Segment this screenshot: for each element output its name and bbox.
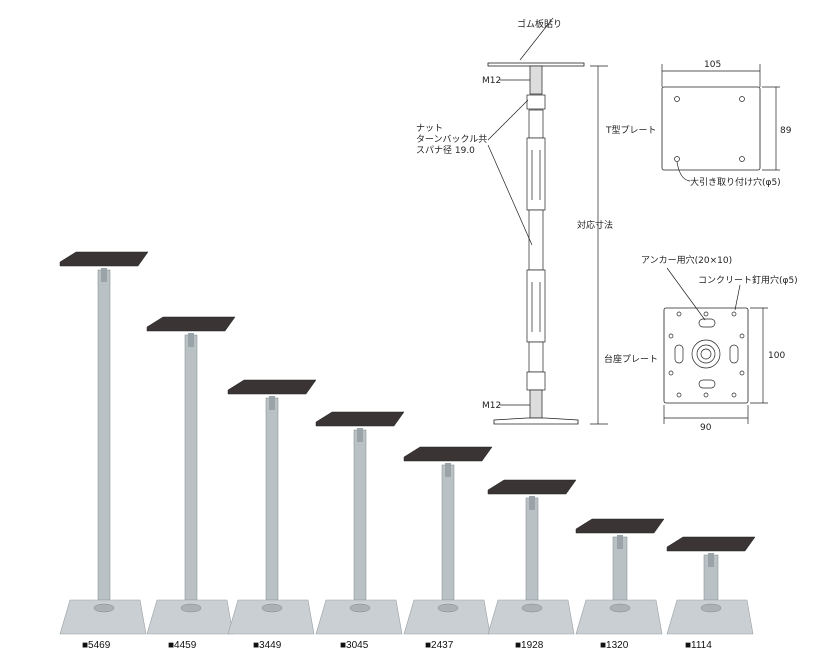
thread-top-label: M12 [482, 76, 501, 86]
product-code-label: ■5469 [82, 640, 111, 651]
base-plate-width: 90 [700, 423, 712, 433]
range-label: 対応寸法 [577, 219, 613, 231]
post-thread [357, 428, 363, 442]
product-code-label: ■1928 [515, 640, 544, 651]
nut-label-3: スパナ径 19.0 [416, 144, 475, 156]
support-post-6 [487, 479, 577, 635]
anchor-hole-label: アンカー用穴(20×10) [641, 254, 732, 266]
post-thread [101, 268, 107, 282]
support-post-8 [666, 536, 756, 635]
post-thread [188, 333, 194, 347]
base-plate [59, 599, 147, 635]
base-plate [227, 599, 315, 635]
top-plate [575, 518, 665, 534]
base-plate [666, 599, 754, 635]
top-plate [403, 446, 493, 462]
t-plate-height: 89 [780, 126, 792, 136]
support-post-7 [575, 518, 665, 635]
product-code-label: ■3045 [340, 640, 369, 651]
base-plate [315, 599, 403, 635]
post-elevation [487, 17, 608, 425]
product-code-label: ■2437 [425, 640, 454, 651]
base-boss [180, 603, 202, 613]
base-boss [700, 603, 722, 613]
t-plate-drawing [661, 64, 780, 182]
top-plate [315, 411, 405, 427]
support-post-1 [59, 251, 149, 635]
t-plate-hole-label: 大引き取り付け穴(φ5) [690, 176, 781, 188]
post-thread [708, 553, 714, 567]
base-plate-drawing [663, 267, 768, 424]
support-post-4 [315, 411, 405, 635]
nut-label-2: ターンバックル共 [416, 134, 487, 145]
base-boss [93, 603, 115, 613]
t-plate-width: 105 [704, 60, 721, 70]
top-plate [487, 479, 577, 495]
nail-hole-label: コンクリート釘用穴(φ5) [698, 274, 798, 286]
base-plate [575, 599, 663, 635]
top-plate [59, 251, 149, 267]
support-post-2 [146, 316, 236, 635]
base-plate [146, 599, 234, 635]
thread-bottom-label: M12 [482, 401, 501, 411]
post-thread [445, 463, 451, 477]
base-boss [261, 603, 283, 613]
top-plate [146, 316, 236, 332]
product-code-label: ■1114 [685, 640, 712, 651]
base-boss [609, 603, 631, 613]
support-post-3 [227, 379, 317, 635]
base-boss [437, 603, 459, 613]
base-plate-height: 100 [768, 351, 785, 361]
base-plate [403, 599, 491, 635]
product-code-label: ■1320 [600, 640, 629, 651]
top-plate [666, 536, 756, 552]
rubber-plate-label: ゴム板貼り [517, 18, 562, 30]
post-thread [617, 535, 623, 549]
base-boss [349, 603, 371, 613]
base-plate-label: 台座プレート [604, 353, 658, 365]
base-plate [487, 599, 575, 635]
support-post-5 [403, 446, 493, 635]
product-code-label: ■3449 [253, 640, 282, 651]
base-boss [521, 603, 543, 613]
post-thread [269, 396, 275, 410]
t-plate-label: T型プレート [605, 125, 657, 136]
product-code-label: ■4459 [168, 640, 197, 651]
post-thread [529, 496, 535, 510]
nut-label-1: ナット [416, 123, 443, 134]
top-plate [227, 379, 317, 395]
